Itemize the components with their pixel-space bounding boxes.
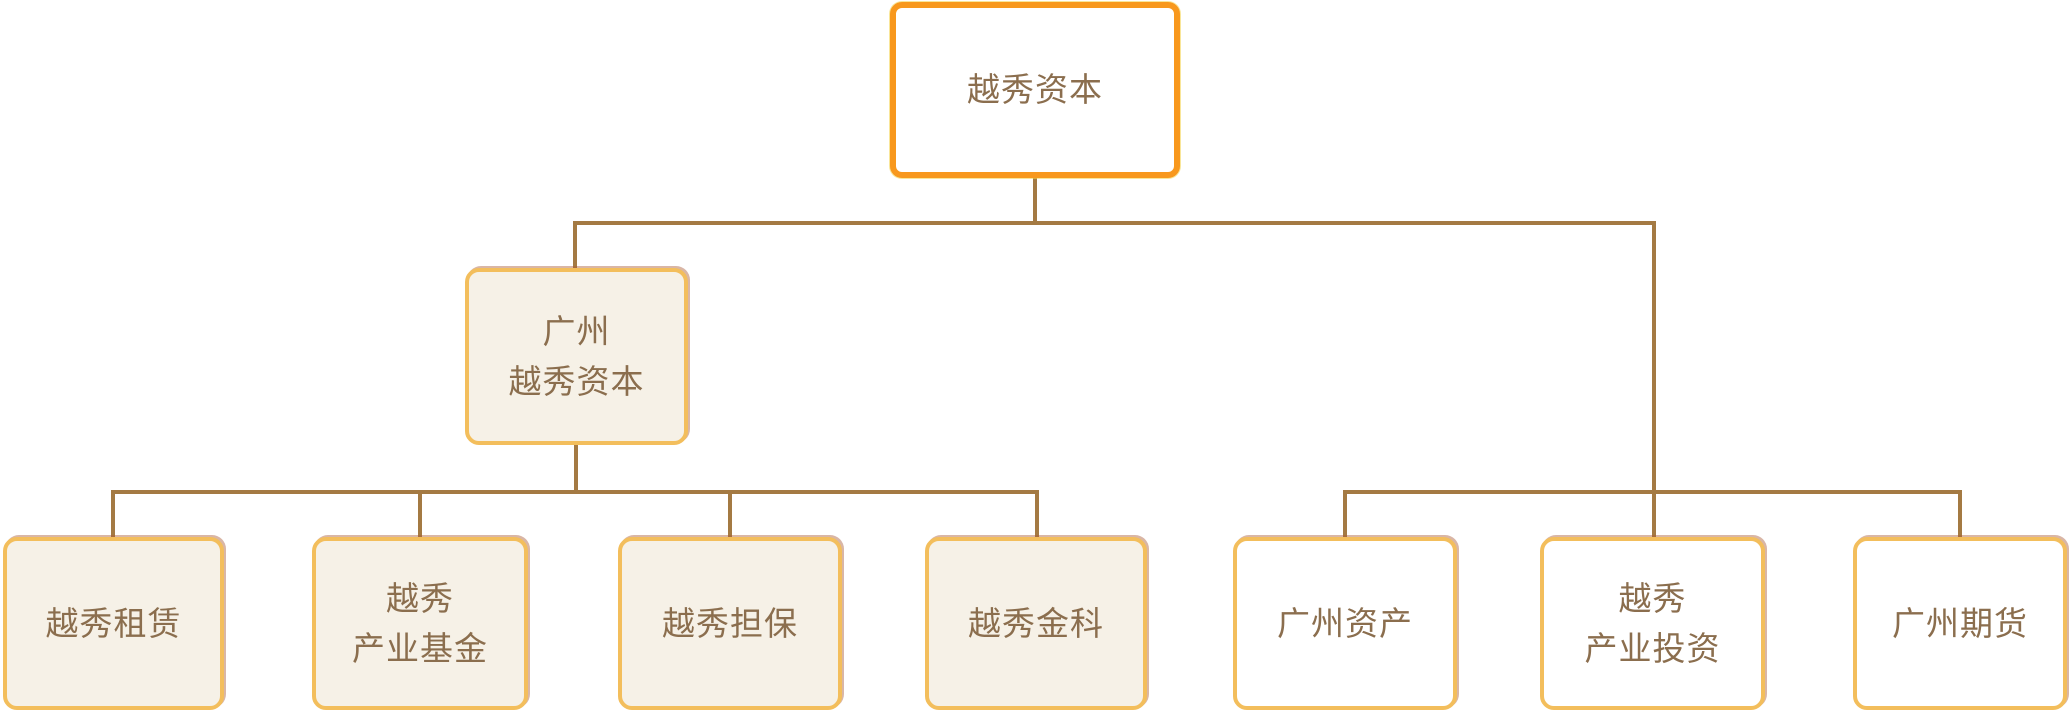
node-label: 越秀 产业基金	[352, 579, 488, 668]
connector-drop-leasing	[111, 490, 115, 539]
node-label: 越秀租赁	[45, 603, 182, 643]
org-node-yuexiu-guarantee: 越秀担保	[618, 537, 842, 710]
node-label: 越秀金科	[968, 603, 1104, 643]
node-label: 越秀资本	[967, 70, 1103, 110]
node-label: 广州期货	[1892, 603, 2028, 643]
node-label: 越秀担保	[662, 603, 798, 643]
connector-drop-gz-futures	[1958, 490, 1962, 539]
org-node-yuexiu-leasing: 越秀租赁	[3, 537, 224, 710]
connector-drop-industry-fund	[418, 490, 422, 539]
node-label: 广州 越秀资本	[508, 312, 645, 401]
org-node-guangzhou-futures: 广州期货	[1853, 537, 2067, 710]
connector-right-group-horizontal	[1343, 490, 1962, 494]
connector-gz-yuexiu-stem	[574, 443, 578, 492]
org-node-yuexiu-industry-invest: 越秀 产业投资	[1540, 537, 1765, 710]
node-label: 广州资产	[1277, 603, 1413, 643]
connector-root-stem	[1033, 178, 1037, 223]
org-node-gz-yuexiu-capital: 广州 越秀资本	[465, 268, 688, 445]
connector-drop-fintech	[1035, 490, 1039, 539]
connector-left-group-horizontal	[111, 490, 1039, 494]
connector-drop-to-gz-yuexiu	[573, 221, 577, 270]
connector-drop-gz-assets	[1343, 490, 1347, 539]
org-node-yuexiu-fintech: 越秀金科	[925, 537, 1147, 710]
org-node-yuexiu-capital: 越秀资本	[890, 2, 1180, 178]
connector-top-horizontal	[573, 221, 1656, 225]
org-node-guangzhou-assets: 广州资产	[1233, 537, 1457, 710]
connector-drop-right-branch	[1652, 221, 1656, 539]
org-node-yuexiu-industry-fund: 越秀 产业基金	[312, 537, 528, 710]
node-label: 越秀 产业投资	[1584, 579, 1721, 668]
connector-drop-guarantee	[728, 490, 732, 539]
